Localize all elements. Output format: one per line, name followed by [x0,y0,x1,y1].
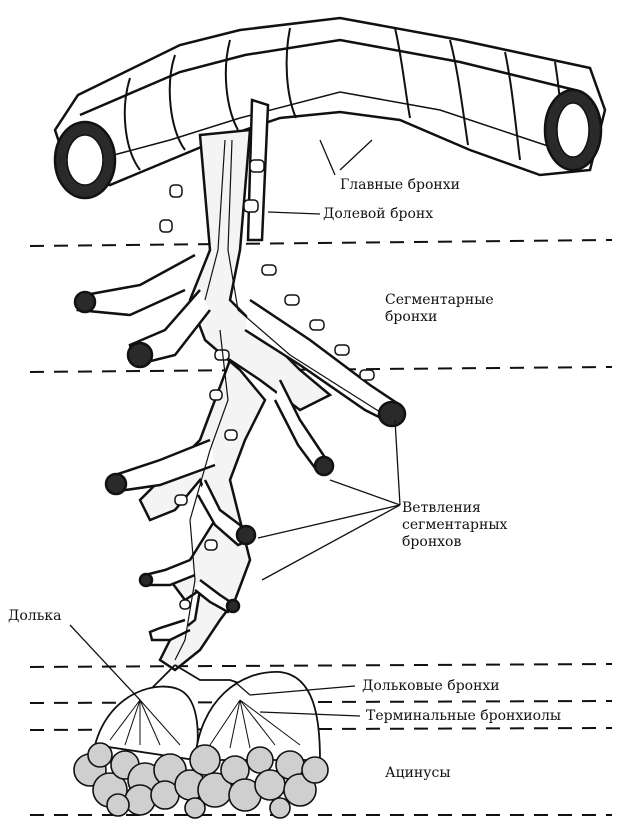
label-terminal-bronchioles: Терминальные бронхиолы [366,708,561,725]
main-bronchi-tube [55,18,605,198]
divider-lobular-mid [30,701,612,703]
label-branches-line1: Ветвления [402,500,481,517]
label-branches-line2: сегментарных [402,517,507,534]
label-lobule: Долька [8,608,61,625]
label-branches-line3: бронхов [402,534,461,551]
label-main-bronchi: Главные бронхи [340,177,460,194]
label-segmental-line2: бронхи [385,309,437,326]
divider-lobular-top [30,664,612,667]
label-lobar-bronchus: Долевой бронх [323,206,433,223]
label-acini: Ацинусы [385,765,451,782]
label-segmental-line1: Сегментарные [385,292,494,309]
acini-clusters [74,743,328,818]
divider-segmental-top [30,240,612,246]
label-lobular-bronchi: Дольковые бронхи [362,678,500,695]
